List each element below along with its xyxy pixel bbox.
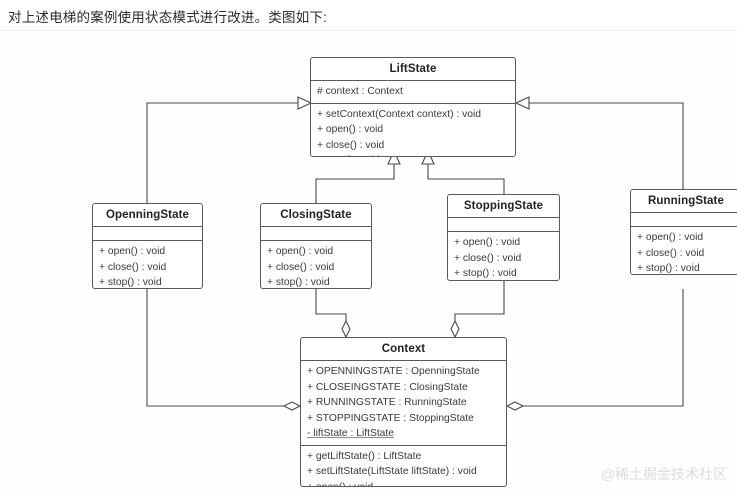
class-operations-openningstate: + open() : void + close() : void + stop(… xyxy=(93,241,202,288)
attribute-row: + RUNNINGSTATE : RunningState xyxy=(307,397,467,408)
class-box-closingstate[interactable]: ClosingState + open() : void + close() :… xyxy=(260,203,372,289)
aggregation-diamond-left xyxy=(282,401,302,411)
operation-row: + stop() : void xyxy=(99,277,162,288)
operation-row: + open() : void xyxy=(307,481,374,487)
operation-row: + stop() : void xyxy=(637,263,700,274)
class-title-runningstate: RunningState xyxy=(631,190,737,213)
aggregation-context-stoppingstate xyxy=(454,281,505,329)
attribute-row: + OPENNINGSTATE : OpenningState xyxy=(307,366,480,377)
class-box-runningstate[interactable]: RunningState + open() : void + close() :… xyxy=(630,189,737,275)
class-title-stoppingstate: StoppingState xyxy=(448,195,559,218)
operation-row: + close() : void xyxy=(637,247,705,259)
class-attributes-runningstate xyxy=(631,213,737,227)
class-attributes-liftstate: # context : Context xyxy=(311,81,515,104)
generalization-arrowhead-bottom-right xyxy=(421,149,435,165)
attribute-row: - liftState : LiftState xyxy=(307,428,394,439)
connector-layer xyxy=(146,96,684,411)
operation-row: + close() : void xyxy=(99,261,167,273)
class-operations-liftstate: + setContext(Context context) : void + o… xyxy=(311,104,515,157)
aggregation-context-runningstate xyxy=(515,289,684,407)
class-title-context: Context xyxy=(301,338,506,361)
generalization-arrowhead-left xyxy=(297,96,313,110)
aggregation-diamond-top-left xyxy=(341,319,351,339)
aggregation-context-closingstate xyxy=(315,289,347,329)
aggregation-diamond-right xyxy=(505,401,525,411)
class-operations-context: + getLiftState() : LiftState + setLiftSt… xyxy=(301,446,506,487)
class-title-closingstate: ClosingState xyxy=(261,204,371,227)
operation-row: + setContext(Context context) : void xyxy=(317,108,481,120)
class-operations-closingstate: + open() : void + close() : void + stop(… xyxy=(261,241,371,288)
attribute-row: # context : Context xyxy=(317,86,403,97)
operation-row: + stop() : void xyxy=(454,268,517,279)
attribute-row: + CLOSEINGSTATE : ClosingState xyxy=(307,381,468,393)
class-attributes-context: + OPENNINGSTATE : OpenningState + CLOSEI… xyxy=(301,361,506,446)
operation-row: + open() : void xyxy=(99,246,166,257)
operation-row: + close() : void xyxy=(317,139,385,151)
site-watermark: @稀土掘金技术社区 xyxy=(600,466,727,482)
class-operations-runningstate: + open() : void + close() : void + stop(… xyxy=(631,227,737,274)
page-caption: 对上述电梯的案例使用状态模式进行改进。类图如下: xyxy=(8,10,328,25)
class-title-openningstate: OpenningState xyxy=(93,204,202,227)
operation-row: + setLiftState(LiftState liftState) : vo… xyxy=(307,466,477,477)
operation-row: + getLiftState() : LiftState xyxy=(307,450,422,462)
operation-row: + close() : void xyxy=(267,261,335,273)
class-operations-stoppingstate: + open() : void + close() : void + stop(… xyxy=(448,232,559,280)
generalization-closingstate-liftstate xyxy=(315,163,395,203)
operation-row: + open() : void xyxy=(637,232,704,243)
class-attributes-closingstate xyxy=(261,227,371,241)
generalization-arrowhead-right xyxy=(514,96,530,110)
operation-row: + open() : void xyxy=(454,237,521,248)
class-box-liftstate[interactable]: LiftState # context : Context + setConte… xyxy=(310,57,516,157)
operation-row: + close() : void xyxy=(454,252,522,264)
class-attributes-openningstate xyxy=(93,227,202,241)
class-diagram-canvas: LiftState # context : Context + setConte… xyxy=(0,30,737,492)
class-box-openningstate[interactable]: OpenningState + open() : void + close() … xyxy=(92,203,203,289)
aggregation-diamond-top-right xyxy=(450,319,460,339)
operation-row: + stop() : void xyxy=(317,153,509,156)
operation-row: + open() : void xyxy=(267,246,334,257)
generalization-openningstate-liftstate xyxy=(146,102,299,203)
aggregation-context-openningstate xyxy=(146,289,292,407)
operation-row: + open() : void xyxy=(317,124,384,135)
attribute-row: + STOPPINGSTATE : StoppingState xyxy=(307,412,474,424)
generalization-stoppingstate-liftstate xyxy=(427,163,505,194)
class-box-stoppingstate[interactable]: StoppingState + open() : void + close() … xyxy=(447,194,560,281)
class-attributes-stoppingstate xyxy=(448,218,559,232)
class-box-context[interactable]: Context + OPENNINGSTATE : OpenningState … xyxy=(300,337,507,487)
generalization-arrowhead-bottom-left xyxy=(387,149,401,165)
operation-row: + stop() : void xyxy=(267,277,330,288)
class-title-liftstate: LiftState xyxy=(311,58,515,81)
generalization-runningstate-liftstate xyxy=(528,102,684,189)
